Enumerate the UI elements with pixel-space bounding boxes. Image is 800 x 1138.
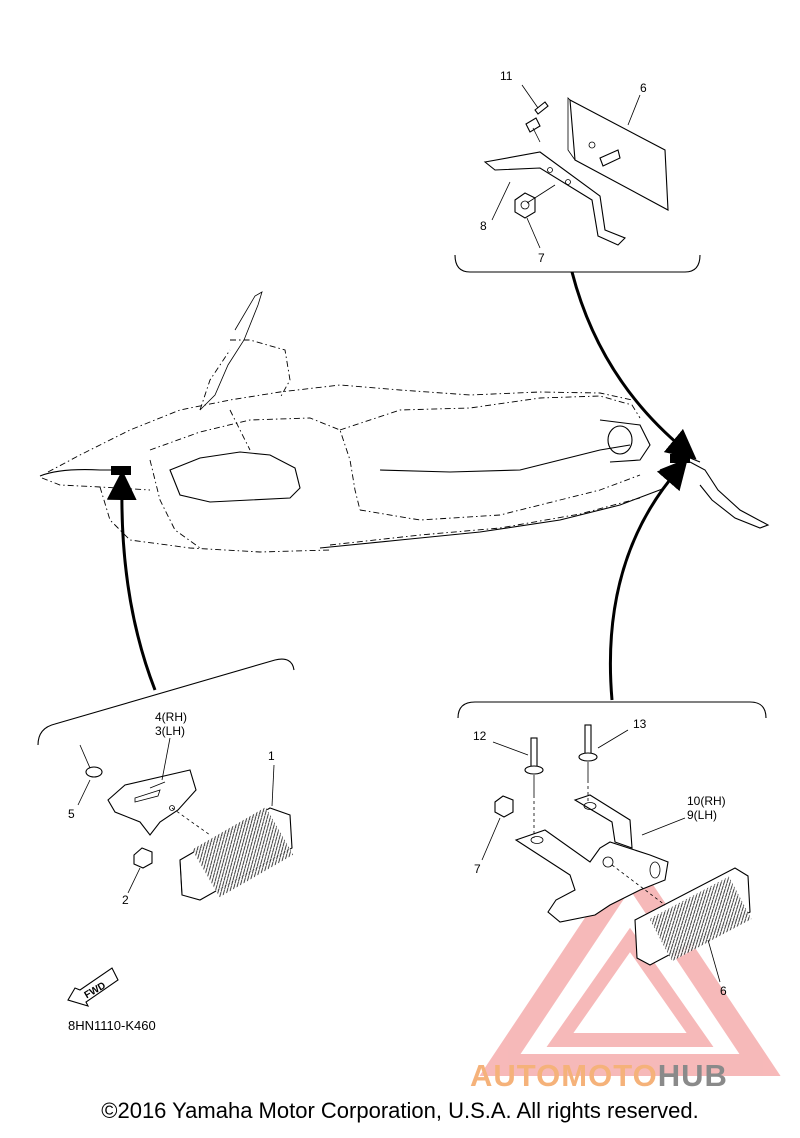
copyright-notice: ©2016 Yamaha Motor Corporation, U.S.A. A… [101, 1098, 699, 1123]
callout-1: 1 [268, 749, 275, 763]
callout-4-rh: 4(RH) [155, 710, 187, 724]
arrow-to-rear-bottom-detail [608, 458, 688, 701]
fwd-arrow-icon: FWD [67, 967, 119, 1007]
callout-7-bottom: 7 [474, 862, 481, 876]
watermark-logo [479, 850, 781, 1076]
callout-11: 11 [500, 69, 513, 83]
callout-13: 13 [633, 717, 647, 731]
callout-12: 12 [473, 729, 487, 743]
drawing-code: 8HN1110-K460 [68, 1018, 156, 1033]
rear-reflector-location-marker [670, 454, 690, 463]
arrow-to-rear-top-detail [570, 271, 697, 460]
callout-3-lh: 3(LH) [155, 724, 185, 738]
fwd-label: FWD [83, 980, 108, 1001]
callout-6-top: 6 [640, 81, 647, 95]
callout-8: 8 [480, 219, 487, 233]
snowmobile-outline [39, 291, 770, 553]
front-reflector-location-marker [111, 466, 131, 475]
watermark-text-part1: AUTOMOTO [470, 1058, 658, 1093]
watermark-text: AUTOMOTOHUB [470, 1058, 728, 1094]
callout-7-top: 7 [538, 251, 545, 265]
callout-10-rh: 10(RH) [687, 794, 726, 808]
callout-5: 5 [68, 807, 75, 821]
watermark-text-part2: HUB [657, 1058, 728, 1093]
arrow-to-front-detail [106, 470, 157, 691]
rear-bottom-detail [457, 701, 767, 983]
front-detail [37, 658, 295, 901]
callout-9-lh: 9(LH) [687, 808, 717, 822]
rear-top-detail [454, 84, 701, 273]
callout-6-bottom: 6 [720, 984, 727, 998]
callout-2: 2 [122, 893, 129, 907]
